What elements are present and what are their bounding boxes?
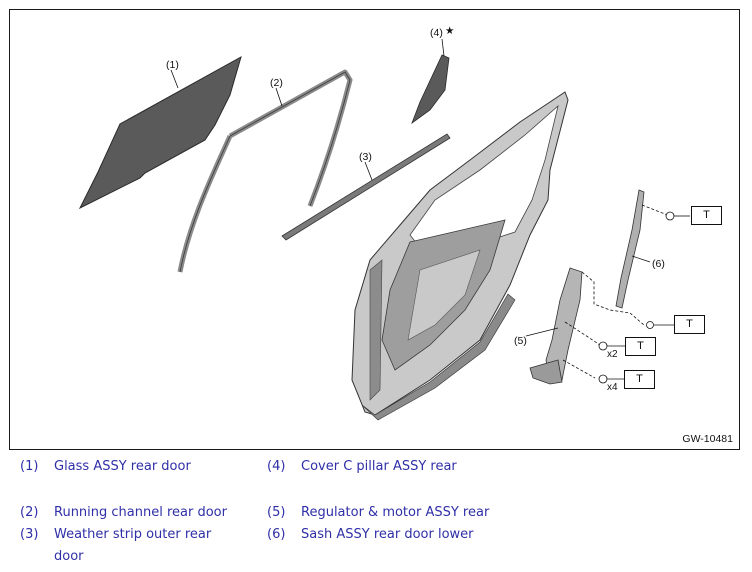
torque-box-regulator-upper: T xyxy=(625,337,656,356)
legend-number: (1) xyxy=(20,459,39,474)
quantity-x4: x4 xyxy=(607,382,618,393)
rear-door-panel xyxy=(351,91,569,421)
legend-text: Sash ASSY rear door lower xyxy=(301,527,474,542)
torque-box-regulator-lower: T xyxy=(624,370,655,389)
weather-strip-shape xyxy=(281,133,451,241)
legend-text: Regulator & motor ASSY rear xyxy=(301,505,490,520)
callout-3: (3) xyxy=(359,151,372,163)
callout-6: (6) xyxy=(652,258,665,270)
legend-number: (5) xyxy=(267,505,286,520)
callout-5-leader xyxy=(525,327,559,337)
figure-id: GW-10481 xyxy=(682,433,733,445)
sash-assy-shape xyxy=(615,189,645,309)
regulator-motor-shape xyxy=(529,267,583,385)
door-parts-drawing: (1) (2) (3) (4) ★ (6) xyxy=(78,25,690,421)
cover-c-pillar-shape xyxy=(411,54,450,125)
star-mark-icon: ★ xyxy=(445,25,455,37)
exploded-view-figure: (1) (2) (3) (4) ★ (6) xyxy=(9,9,740,450)
legend-number: (3) xyxy=(20,527,39,542)
quantity-x2: x2 xyxy=(607,349,618,360)
fasteners xyxy=(562,204,690,384)
callout-2-leader xyxy=(275,87,283,107)
callout-5: (5) xyxy=(514,335,527,347)
callout-4-leader xyxy=(441,38,445,57)
callout-1-leader xyxy=(170,69,179,89)
torque-box-sash-lower: T xyxy=(674,315,705,334)
glass-assy-shape xyxy=(78,55,242,210)
legend-text: Glass ASSY rear door xyxy=(54,459,191,474)
callout-2: (2) xyxy=(270,77,283,89)
callout-6-leader xyxy=(631,255,651,263)
legend-text: Weather strip outer rear door xyxy=(54,527,212,564)
callout-1: (1) xyxy=(166,59,179,71)
legend-number: (4) xyxy=(267,459,286,474)
legend-text: Running channel rear door xyxy=(54,505,227,520)
parts-legend: (1) Glass ASSY rear door (4) Cover C pil… xyxy=(0,456,752,572)
torque-box-sash-upper: T xyxy=(691,206,722,225)
callout-3-leader xyxy=(364,161,373,181)
legend-number: (2) xyxy=(20,505,39,520)
legend-text: Cover C pillar ASSY rear xyxy=(301,459,457,474)
callout-4: (4) xyxy=(430,27,443,39)
legend-number: (6) xyxy=(267,527,286,542)
